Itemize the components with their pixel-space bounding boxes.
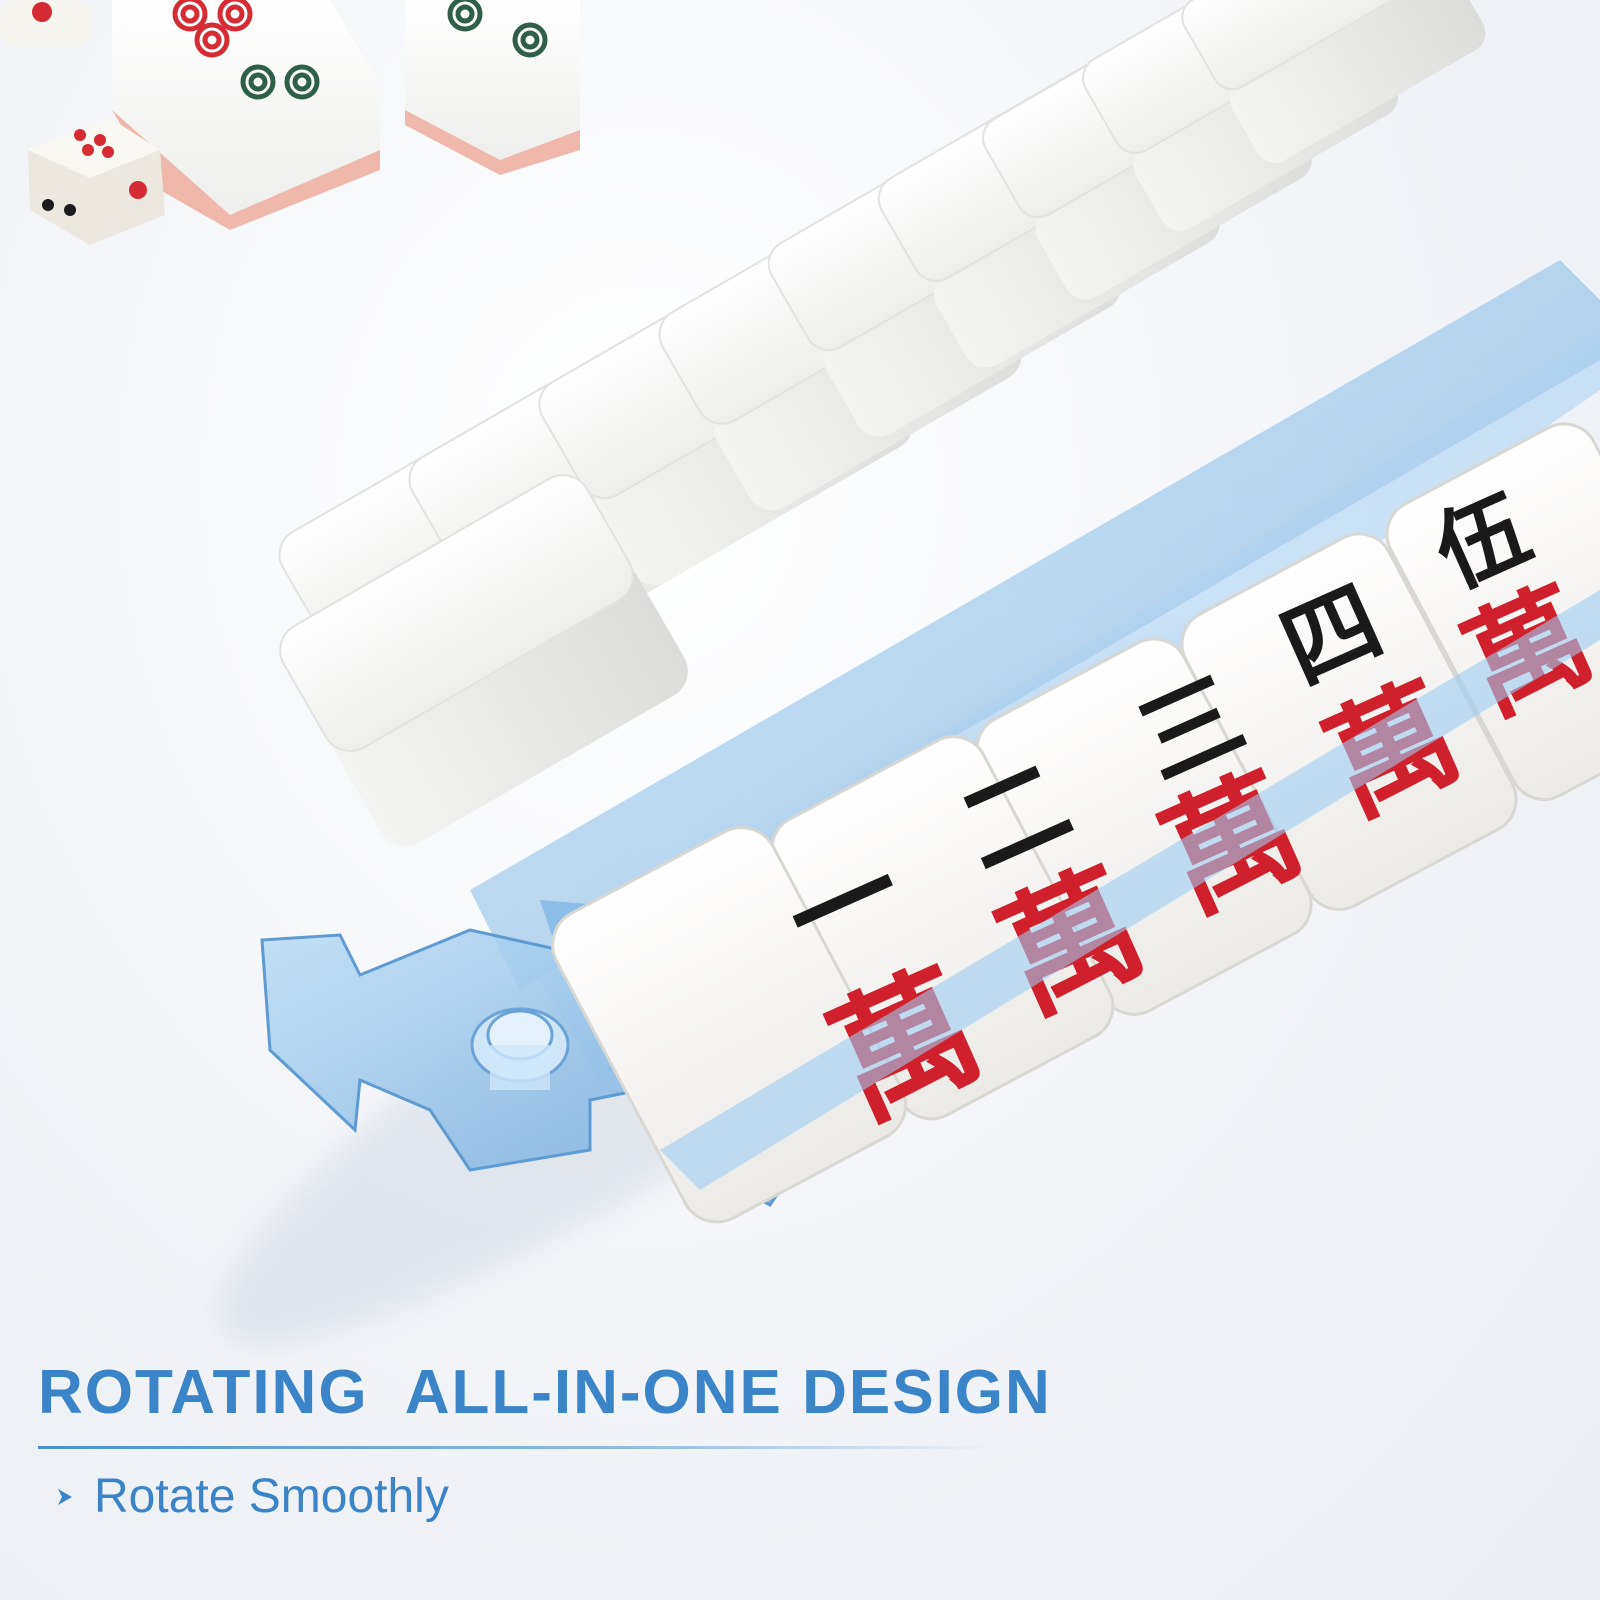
headline-divider (38, 1446, 998, 1449)
front-row-tiles: 一 萬 二 萬 三 萬 四 萬 伍 萬 (551, 422, 1600, 1224)
rack-front-lip (660, 590, 1600, 1190)
die-top-left (0, 0, 92, 46)
dot-tile-left (112, 0, 380, 230)
back-row-tiles-repeat (279, 0, 1486, 847)
die-bottom-left (28, 118, 165, 245)
feature-headline: ROTATING ALL-IN-ONE DESIGN (38, 1358, 1052, 1427)
chevron-right-icon (50, 1486, 80, 1508)
dot-tile-right (405, 0, 580, 175)
tile-5 (1385, 422, 1600, 801)
feature-caption: ROTATING ALL-IN-ONE DESIGN Rotate Smooth… (38, 1362, 1238, 1521)
dice-and-tiles-cluster (0, 0, 580, 245)
feature-bullet: Rotate Smoothly (38, 1473, 1238, 1521)
tile-1 (551, 826, 908, 1224)
feature-bullet-text: Rotate Smoothly (94, 1470, 449, 1523)
